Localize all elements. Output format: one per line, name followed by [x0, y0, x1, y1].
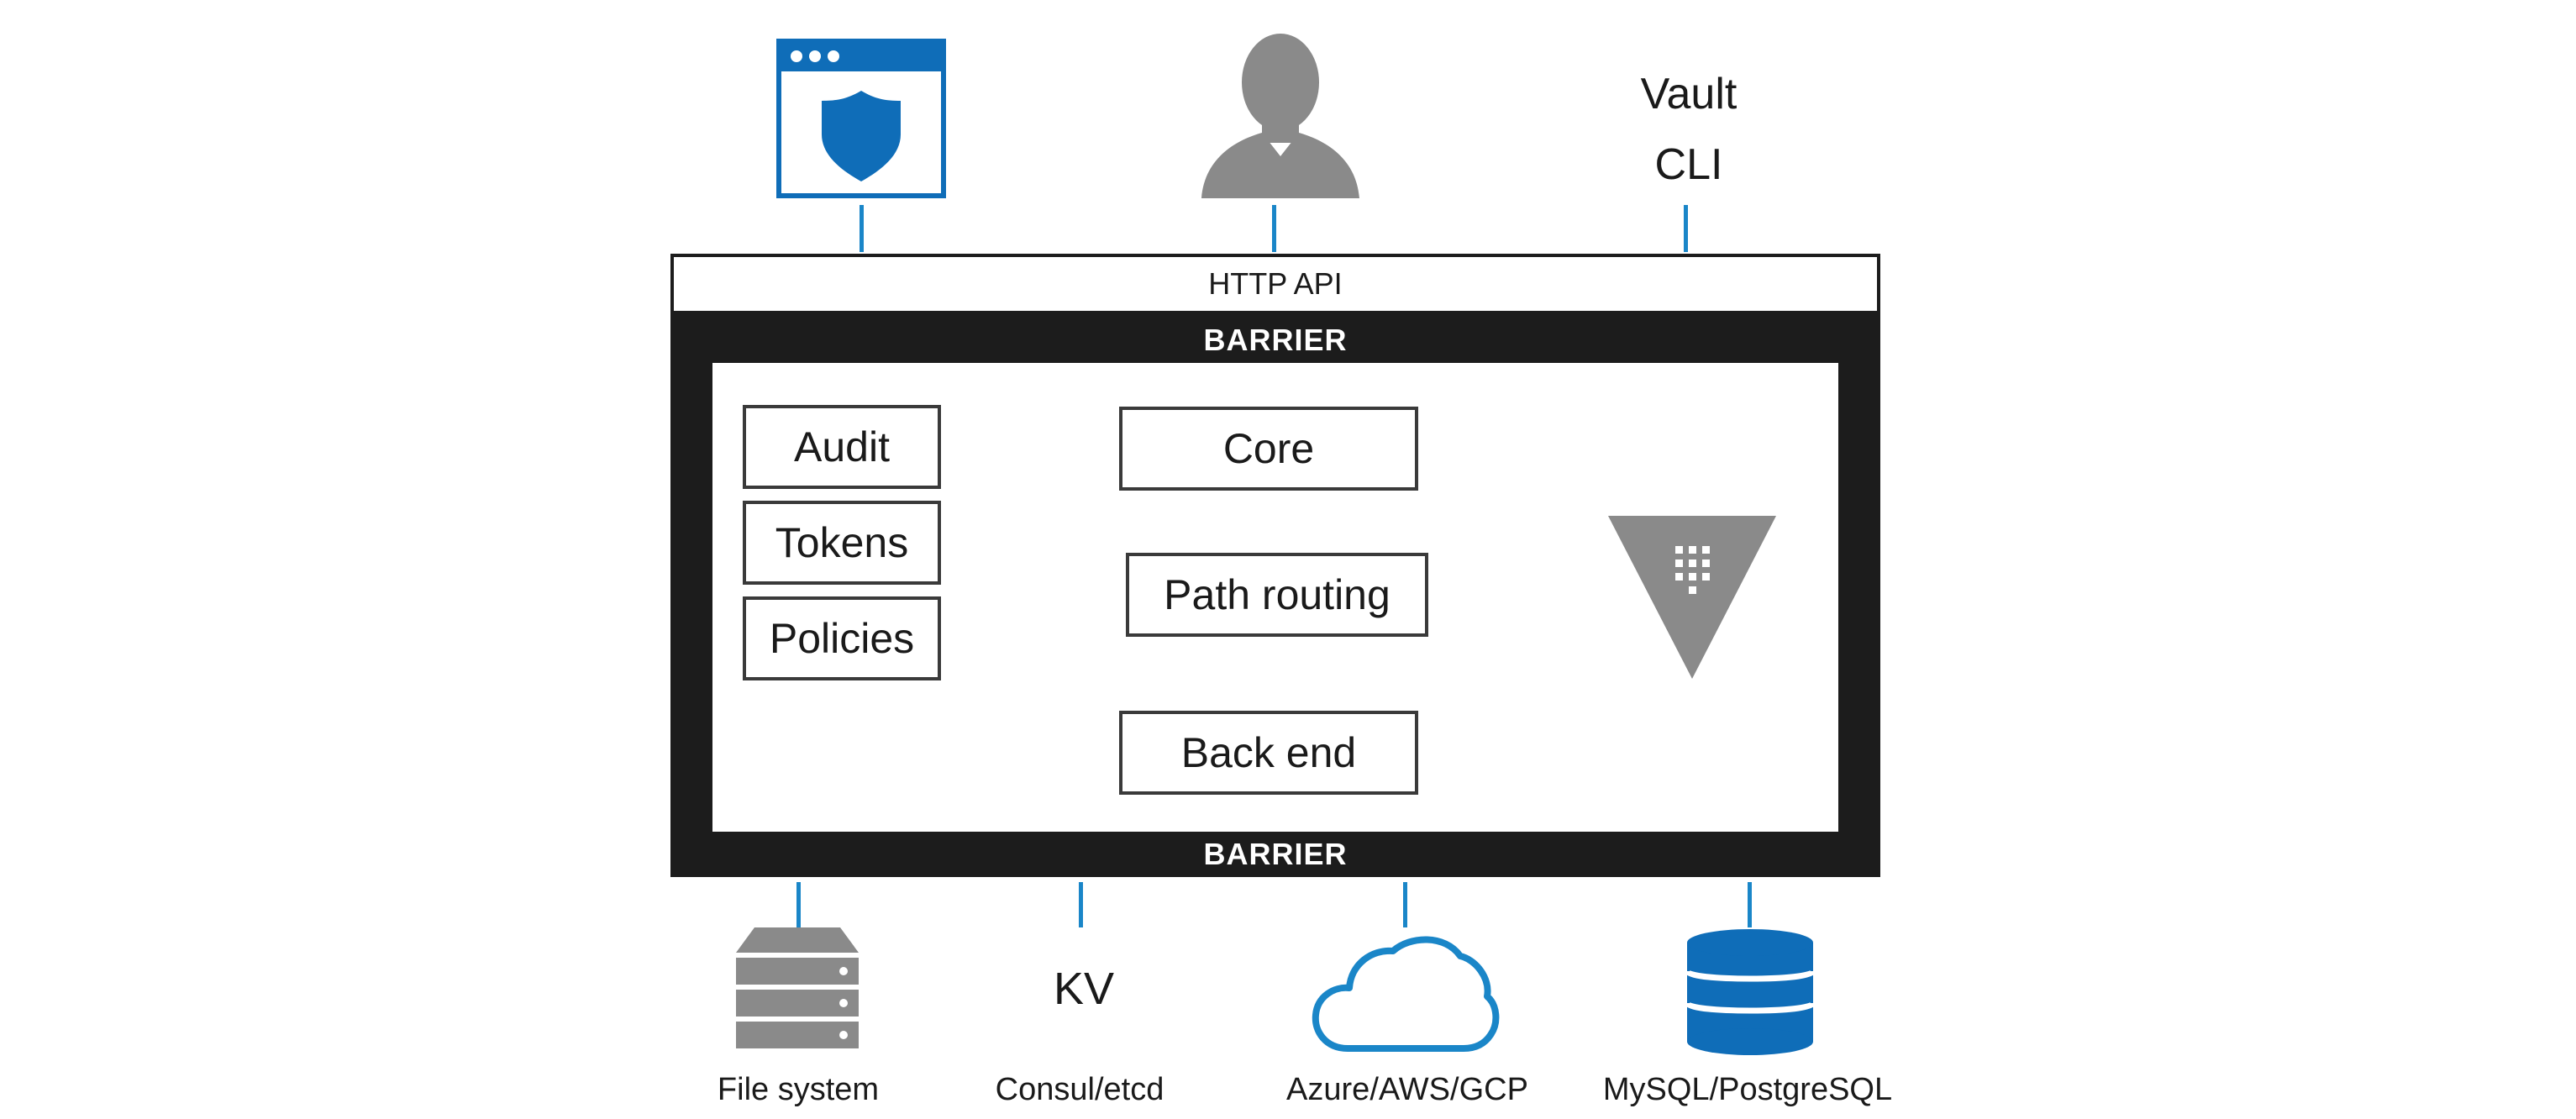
tokens-box: Tokens [743, 501, 941, 585]
http-api-bar: HTTP API [670, 254, 1880, 314]
kv-connector [1079, 882, 1083, 927]
browser-connector [860, 205, 864, 252]
vault-cli-label-line1: Vault [1640, 70, 1737, 118]
user-icon [1201, 34, 1359, 198]
cli-connector [1684, 205, 1688, 252]
audit-box: Audit [743, 405, 941, 489]
sql-connector [1748, 882, 1752, 927]
file-system-label: File system [717, 1072, 880, 1107]
file-system-connector [796, 882, 801, 927]
kv-label: KV [1053, 964, 1115, 1014]
back-end-box: Back end [1119, 711, 1418, 795]
vault-cli-label-line2: CLI [1654, 140, 1723, 189]
policies-box: Policies [743, 596, 941, 680]
barrier-frame: BARRIER Audit Tokens Policies Core Path … [670, 314, 1880, 877]
vault-cli-label: Vault CLI [1596, 59, 1781, 200]
barrier-bottom-label: BARRIER [1203, 837, 1348, 871]
user-connector [1272, 205, 1276, 252]
cloud-connector [1403, 882, 1407, 927]
cloud-label: Azure/AWS/GCP [1286, 1072, 1528, 1107]
cloud-icon [1312, 936, 1500, 1052]
browser-shield-icon [776, 39, 946, 198]
vault-core-area: Audit Tokens Policies Core Path routing … [712, 363, 1838, 832]
consul-etcd-label: Consul/etcd [995, 1072, 1164, 1107]
server-icon [736, 927, 859, 1048]
sql-label: MySQL/PostgreSQL [1602, 1072, 1893, 1107]
core-box: Core [1119, 407, 1418, 491]
vault-logo-icon [1608, 516, 1776, 679]
database-icon [1685, 929, 1815, 1055]
barrier-top-label: BARRIER [1203, 323, 1348, 357]
path-routing-box: Path routing [1126, 553, 1428, 637]
